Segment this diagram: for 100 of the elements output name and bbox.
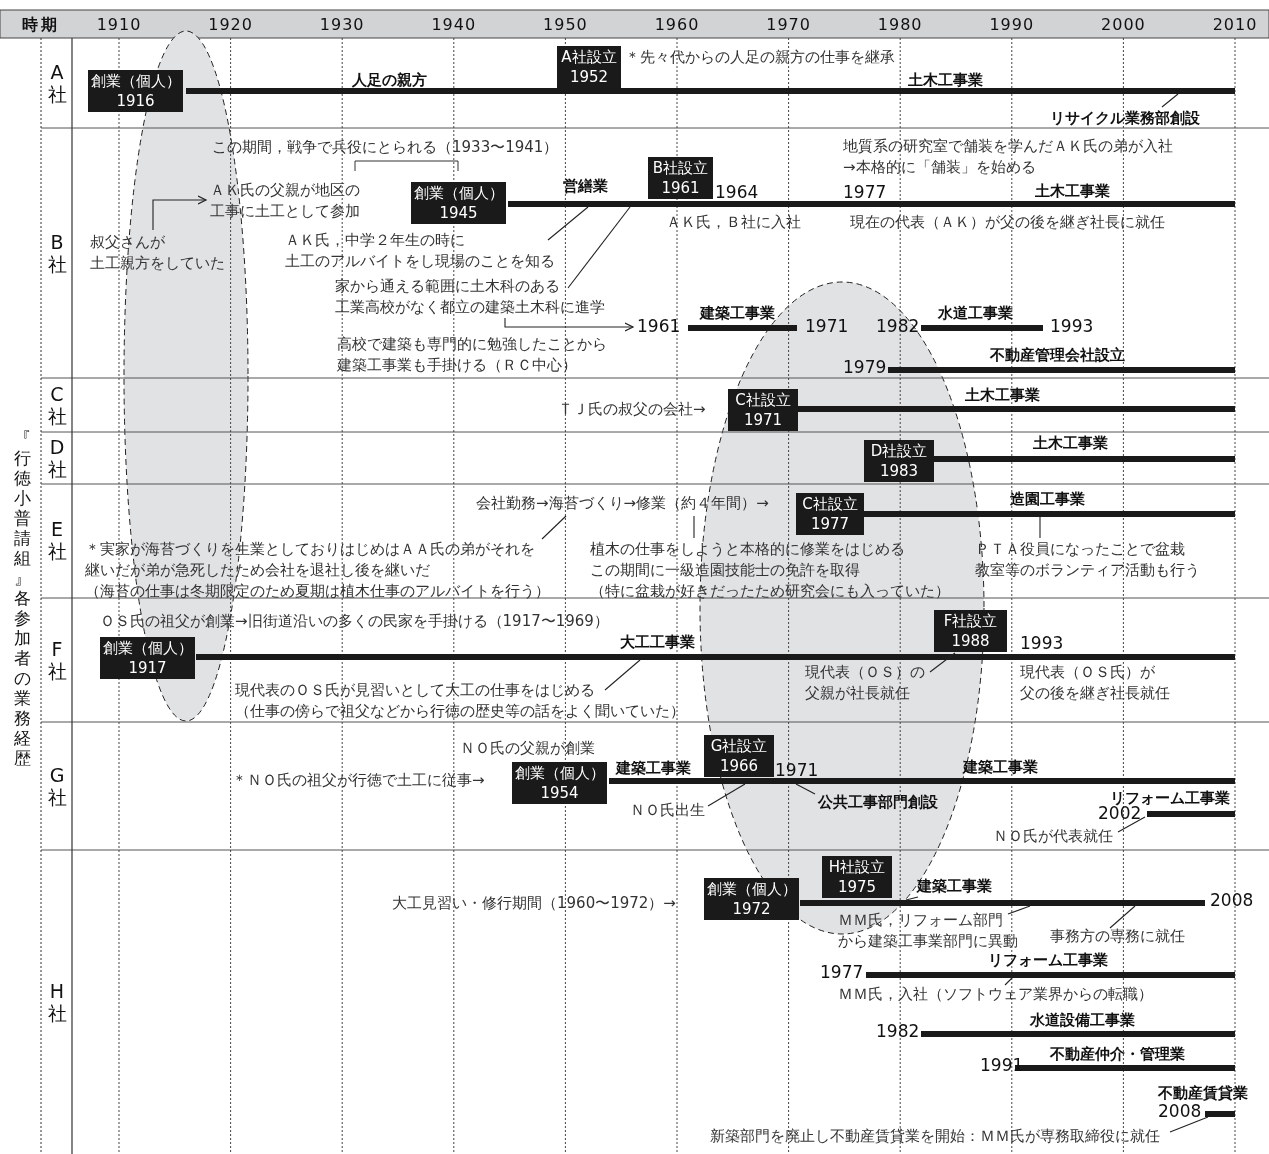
bar-label: 大工工事業 — [620, 632, 695, 653]
year-label: 1993 — [1050, 316, 1094, 337]
leader-line — [567, 206, 631, 289]
milestone-box: 創業（個人） 1972 — [704, 878, 799, 920]
milestone-box: 創業（個人） 1917 — [100, 637, 195, 679]
milestone-box: D社設立 1983 — [864, 440, 934, 482]
bar-label: 建築工事業 — [700, 303, 775, 324]
year-header: 2000 — [1101, 14, 1146, 35]
annotation-text: ＡＫ氏，中学２年生の時に土工のアルバイトをし現場のことを知る — [285, 230, 555, 272]
annotation-text: 家から通える範囲に土木科のある工業高校がなく都立の建築土木科に進学 — [335, 276, 605, 318]
bar-label: 建築工事業 — [963, 757, 1038, 778]
leader-line — [1161, 93, 1179, 108]
milestone-box: C社設立 1971 — [728, 389, 798, 431]
annotation-text: ＭＭ氏，入社（ソフトウェア業界からの転職） — [838, 984, 1153, 1005]
row-header: H社 — [46, 980, 68, 1024]
timeline-bar — [888, 367, 1235, 373]
note-text: 大工見習い・修行期間（1960〜1972）→ — [392, 893, 676, 914]
note-text: ＴＪ氏の叔父の会社→ — [558, 399, 706, 420]
year-label: 1971 — [775, 760, 819, 781]
year-header: 1910 — [96, 14, 142, 35]
year-header: 1970 — [766, 14, 811, 35]
timeline-bar — [800, 900, 1205, 906]
bar-label: 建築工事業 — [917, 876, 992, 897]
timeline-bar — [866, 972, 1235, 978]
annotation-text: ＭＭ氏，リフォーム部門から建築工事業部門に異動 — [838, 910, 1018, 952]
leader-line — [795, 783, 816, 795]
row-header: F社 — [46, 638, 68, 682]
leader-line — [905, 896, 919, 901]
annotation-text: 事務方の専務に就任 — [1050, 926, 1185, 947]
bar-label: 不動産賃貸業 — [1158, 1083, 1248, 1104]
annotation-text: ＡＫ氏の父親が地区の工事に土工として参加 — [210, 180, 360, 222]
bar-label: 土木工事業 — [1035, 181, 1110, 202]
year-label: 1982 — [876, 316, 920, 337]
year-header: 1980 — [877, 14, 923, 35]
row-header: B社 — [46, 231, 68, 275]
timeline-bar — [1205, 1111, 1235, 1117]
year-header: 1950 — [543, 14, 588, 35]
year-header: 1930 — [319, 14, 365, 35]
annotation-text: ＮＯ氏が代表就任 — [993, 826, 1113, 847]
timeline-bar — [921, 325, 1043, 331]
milestone-box: H社設立 1975 — [822, 856, 892, 898]
milestone-box: C社設立 1977 — [796, 493, 864, 535]
annotation-text: 新築部門を廃止し不動産賃貸業を開始：ＭＭ氏が専務取締役に就任 — [710, 1126, 1160, 1147]
leader-line — [547, 206, 589, 241]
annotation-text: ＊実家が海苔づくりを生業としておりはじめはＡＡ氏の弟がそれを継いだが弟が急死したため会社を退社し後を継いだ （海苔の仕事は冬期限定のため夏期は植木仕事のアルバイトを行う） — [85, 539, 550, 602]
timeline-bar — [921, 1031, 1235, 1037]
bar-label: リサイクル業務部創設 — [1050, 108, 1200, 129]
row-header: A社 — [46, 61, 68, 105]
year-label: 1977 — [843, 182, 887, 203]
milestone-box: A社設立 1952 — [557, 46, 621, 88]
leader-line — [1169, 1116, 1209, 1133]
bar-label: 不動産管理会社設立 — [990, 345, 1125, 366]
timeline-bar — [797, 406, 1235, 412]
milestone-box: 創業（個人） 1916 — [88, 70, 183, 112]
bar-label: 人足の親方 — [352, 70, 427, 91]
annotation-text: ＮＯ氏出生 — [630, 800, 705, 821]
year-header: 1960 — [654, 14, 700, 35]
milestone-box: 創業（個人） 1945 — [411, 182, 506, 224]
bar-label: 不動産仲介・管理業 — [1050, 1044, 1185, 1065]
year-label: 1964 — [715, 182, 759, 203]
leader-line — [693, 515, 695, 539]
bar-label: 土木工事業 — [965, 385, 1040, 406]
annotation-text: 植木の仕事をしようと本格的に修業をはじめる この期間に一級造園技能士の免許を取得 （特に盆栽が好きだったため研究会にも入っていた） — [590, 539, 950, 602]
year-label: 1977 — [820, 962, 864, 983]
bar-label: 建築工事業 — [616, 758, 691, 779]
timeline-bar — [609, 778, 1235, 784]
bar-label: 営繕業 — [563, 176, 608, 197]
leader-line — [707, 783, 746, 807]
annotation-text: 叔父さんが土工親方をしていた — [90, 232, 225, 274]
timeline-bar — [1147, 811, 1235, 817]
note-text: ＊先々代からの人足の親方の仕事を継承 — [625, 47, 895, 68]
year-label: 1961 — [637, 316, 681, 337]
annotation-text: ＰＴＡ役員になったことで盆栽教室等のボランティア活動も行う — [975, 539, 1200, 581]
year-label: 1971 — [805, 316, 849, 337]
column-header: 時期 — [22, 14, 60, 35]
year-label: 2008 — [1210, 890, 1254, 911]
year-header: 1920 — [208, 14, 253, 35]
year-label: 1982 — [876, 1021, 920, 1042]
note-text: 現代表（ＯＳ氏）が父の後を継ぎ社長就任 — [1020, 662, 1170, 704]
annotation-text: 現代表（ＯＳ）の父親が社長就任 — [805, 662, 925, 704]
year-header: 1940 — [431, 14, 477, 35]
timeline-bar — [688, 325, 797, 331]
row-header: C社 — [46, 383, 68, 427]
note-text: 地質系の研究室で舗装を学んだＡＫ氏の弟が入社→本格的に「舗装」を始める — [843, 136, 1173, 178]
year-label: 1979 — [843, 357, 887, 378]
year-label: 2008 — [1158, 1101, 1202, 1122]
note-text: この期間，戦争で兵役にとられる（1933〜1941） — [212, 137, 559, 158]
milestone-box: B社設立 1961 — [648, 157, 713, 199]
arrow — [152, 195, 207, 231]
annotation-text: 現代表のＯＳ氏が見習いとして大工の仕事をはじめる （仕事の傍らで祖父などから行徳の歴史等の話をよく聞いていた） — [235, 680, 685, 722]
bar-label: 土木工事業 — [908, 70, 983, 91]
bar-label: リフォーム工事業 — [988, 950, 1108, 971]
year-header: 2010 — [1212, 14, 1258, 35]
row-header: D社 — [46, 436, 68, 480]
bar-label: 土木工事業 — [1033, 433, 1108, 454]
year-label: 1993 — [1020, 633, 1064, 654]
bar-label: 水道設備工事業 — [1030, 1010, 1135, 1031]
note-text: ＯＳ氏の祖父が創業→旧街道沿いの多くの民家を手掛ける（1917〜1969） — [100, 611, 609, 632]
row-header: G社 — [46, 764, 68, 808]
note-text: ＮＯ氏の父親が創業 — [460, 738, 595, 759]
